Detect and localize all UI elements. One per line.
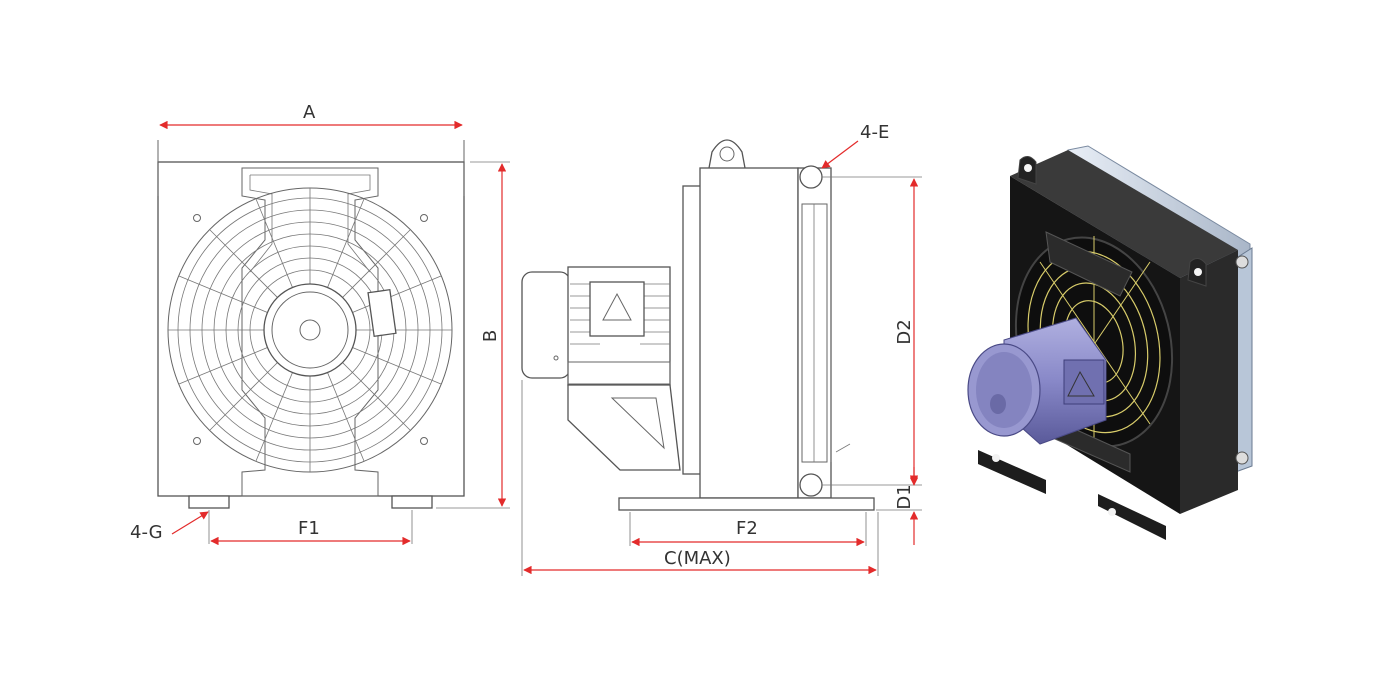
label-4g: 4-G [130, 522, 163, 543]
label-d1: D1 [894, 484, 915, 509]
label-a: A [303, 102, 316, 123]
label-b: B [480, 330, 501, 342]
label-4e: 4-E [860, 122, 889, 143]
front-view [157, 140, 465, 509]
label-f1: F1 [298, 518, 320, 539]
label-c-max: C(MAX) [664, 548, 731, 569]
isometric-render [967, 145, 1253, 540]
label-f2: F2 [736, 518, 758, 539]
dimension-lines [159, 120, 922, 576]
side-view [521, 139, 875, 511]
label-d2: D2 [894, 319, 915, 344]
